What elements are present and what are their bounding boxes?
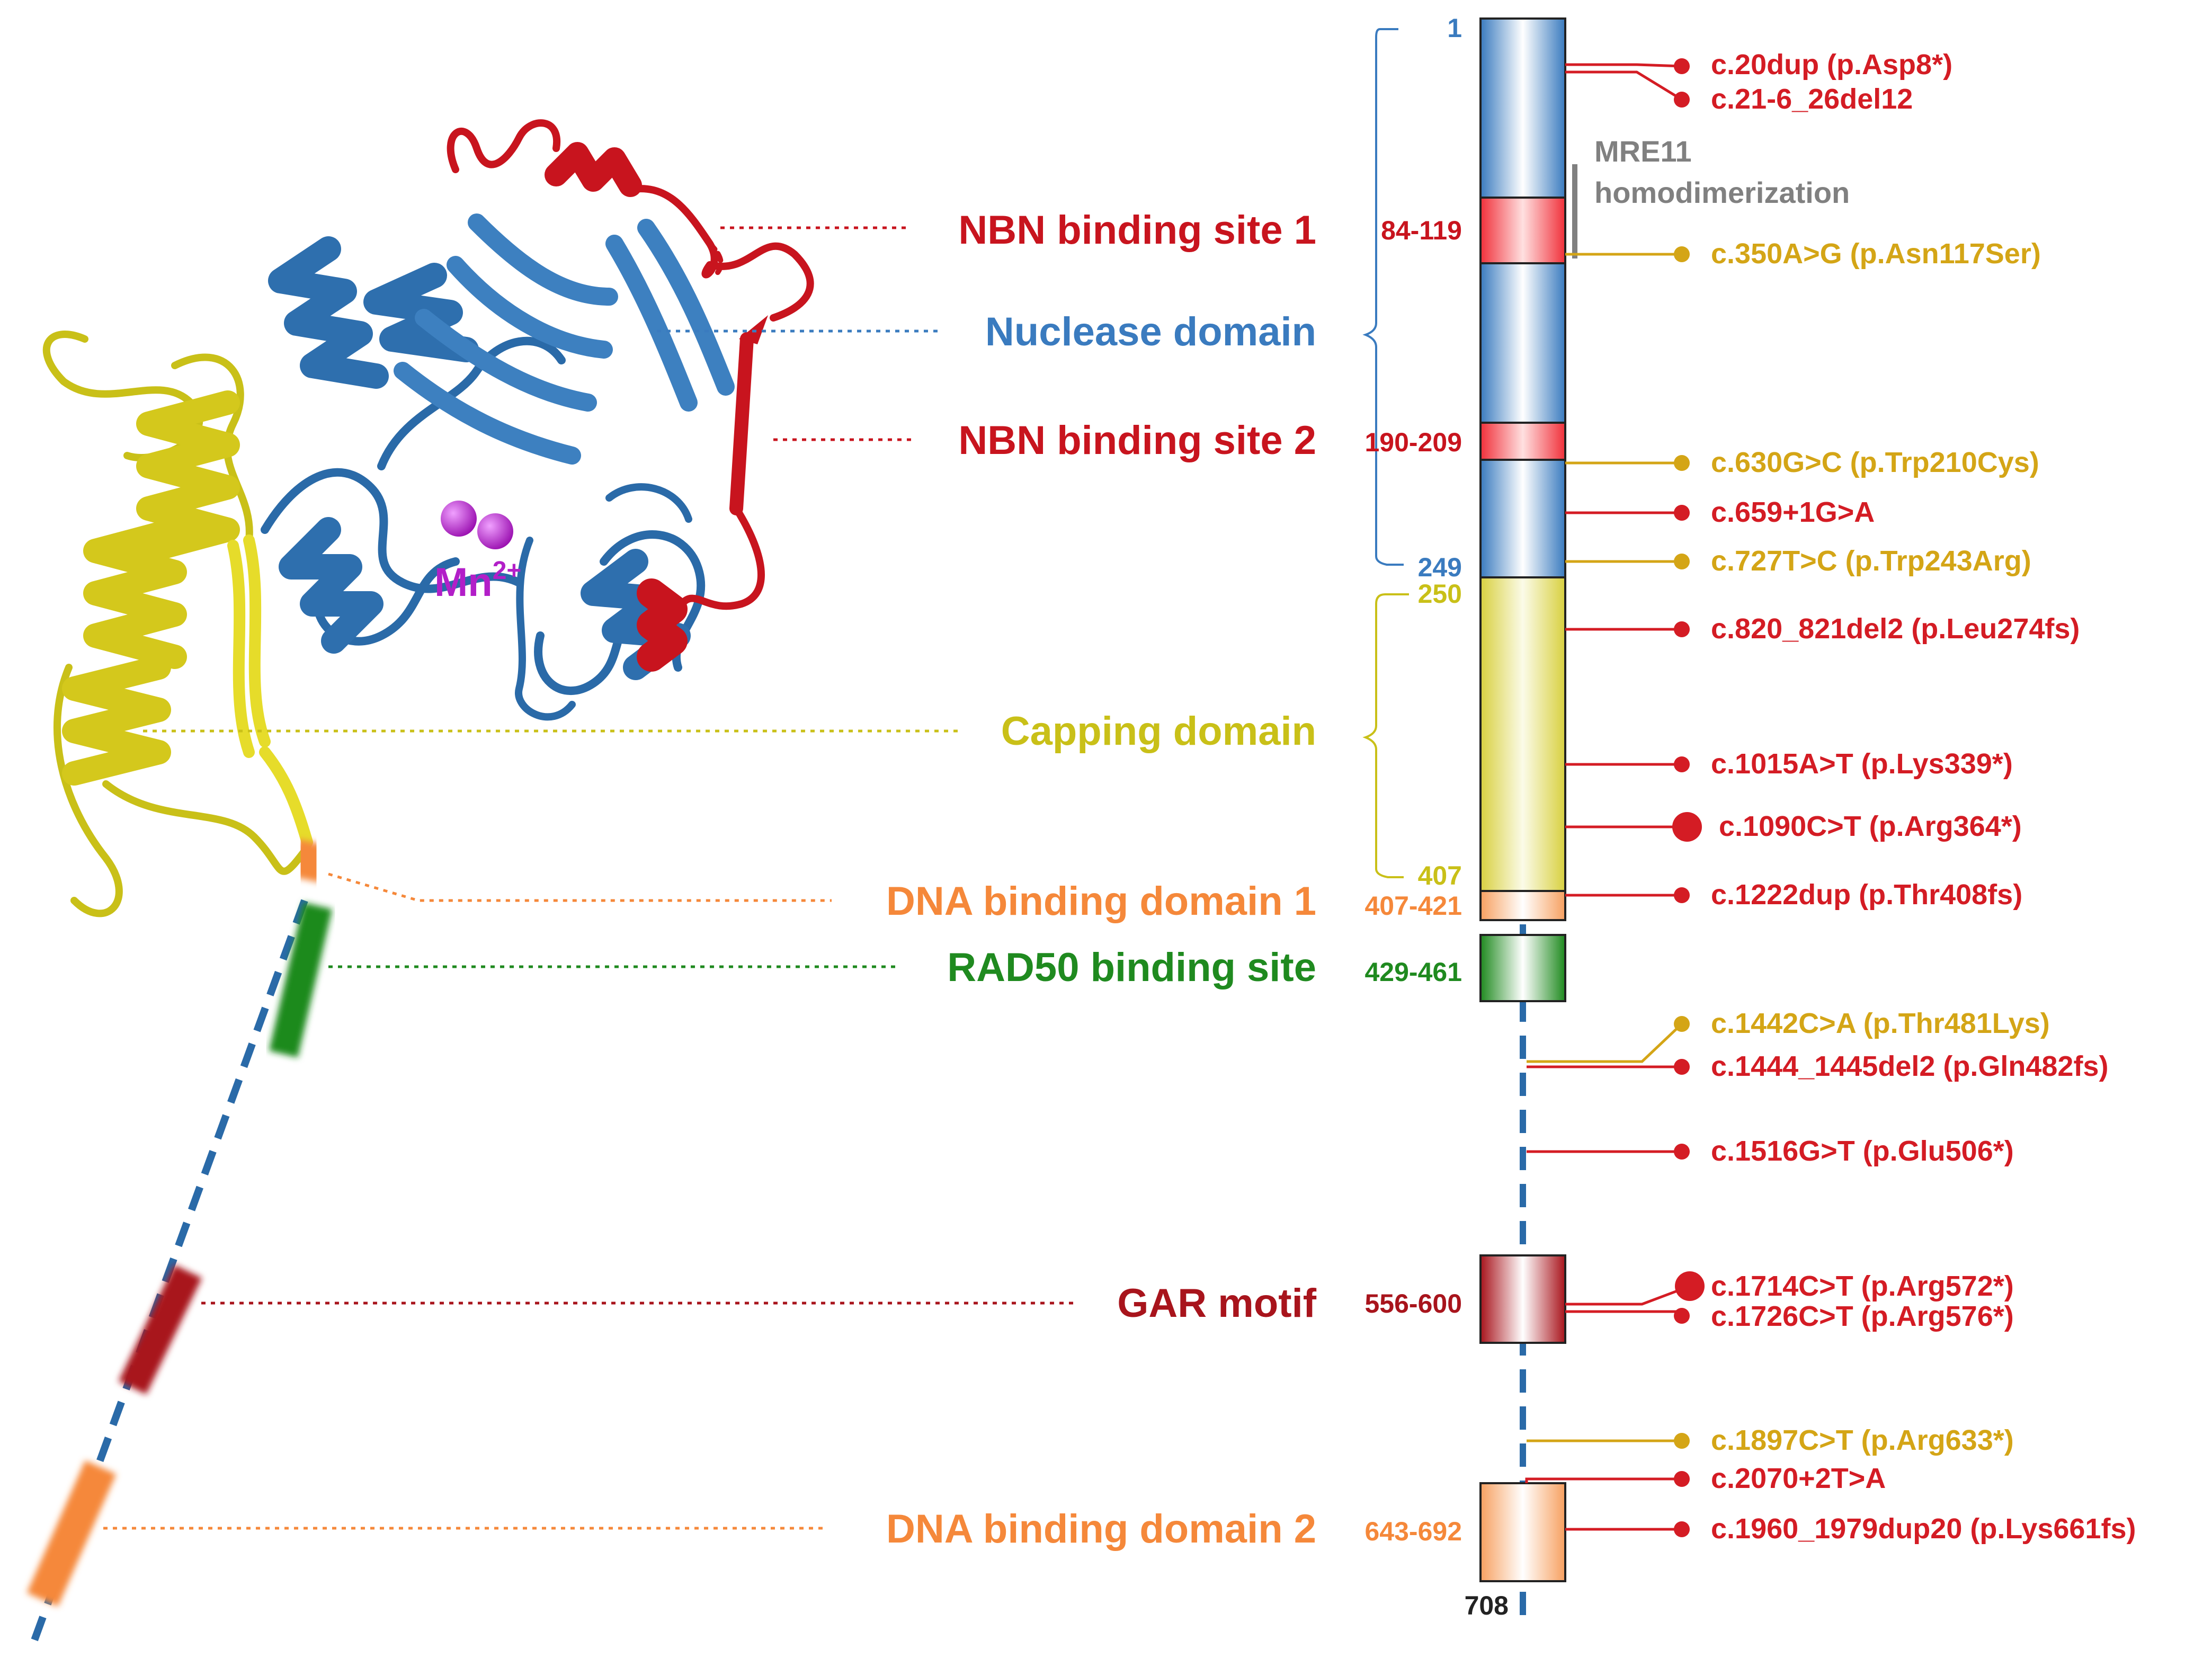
variant-dot	[1674, 1308, 1690, 1324]
leader-lines	[103, 226, 1075, 1530]
variant-label: c.1442C>A (p.Thr481Lys)	[1711, 1008, 2050, 1039]
dna1-bar-segment	[1480, 891, 1565, 920]
mre11-homodimerization: MRE11 homodimerization	[1572, 135, 1850, 258]
homodimerization-label: homodimerization	[1594, 176, 1850, 209]
pos-protein-end: 708	[1465, 1591, 1509, 1620]
variant-label: c.1897C>T (p.Arg633*)	[1711, 1424, 2014, 1456]
capping-domain-structure	[43, 331, 313, 917]
pos-capping-end: 407	[1418, 861, 1462, 890]
label-nbn-binding-site-1: NBN binding site 1	[958, 208, 1316, 253]
label-dna-binding-domain-1: DNA binding domain 1	[886, 879, 1316, 924]
variant-dot	[1674, 756, 1690, 772]
mre11-label: MRE11	[1594, 135, 1692, 168]
variant-connectors	[1525, 63, 1688, 1531]
protein-structure-illustration: Mn2+	[26, 119, 814, 1649]
variant-label: c.820_821del2 (p.Leu274fs)	[1711, 613, 2080, 645]
nbn2-bar-segment	[1480, 423, 1565, 460]
variant-label: c.21-6_26del12	[1711, 83, 1913, 115]
label-rad50-binding-site: RAD50 binding site	[947, 945, 1316, 990]
nbn-binding-structure	[447, 119, 814, 672]
range-rad50-binding-site: 429-461	[1365, 957, 1462, 987]
protein-bar	[1479, 17, 1566, 1618]
domain-brackets	[1362, 28, 1409, 878]
variant-dot	[1674, 1471, 1690, 1487]
label-nbn-binding-site-2: NBN binding site 2	[958, 418, 1316, 463]
variant-dot	[1674, 887, 1690, 903]
variant-dot	[1674, 1521, 1690, 1537]
variant-label: c.1222dup (p.Thr408fs)	[1711, 879, 2022, 911]
variant-label: c.1090C>T (p.Arg364*)	[1719, 810, 2022, 842]
gar-bar-segment	[1479, 1254, 1566, 1344]
variant-dot-large	[1675, 1271, 1705, 1301]
variant-label: c.20dup (p.Asp8*)	[1711, 49, 1952, 81]
variant-label: c.1960_1979dup20 (p.Lys661fs)	[1711, 1513, 2136, 1545]
range-gar-motif: 556-600	[1365, 1289, 1462, 1318]
variant-label: c.630G>C (p.Trp210Cys)	[1711, 447, 2039, 478]
range-nbn-binding-site-2: 190-209	[1365, 427, 1462, 457]
variant-dot	[1674, 1016, 1690, 1032]
capping-bracket	[1362, 593, 1409, 878]
structured-region-outline	[1479, 17, 1566, 921]
label-gar-motif: GAR motif	[1117, 1281, 1316, 1326]
rad50-bar-segment	[1479, 934, 1566, 1002]
manganese-label: Mn2+	[434, 557, 521, 605]
variant-dot-large	[1672, 812, 1702, 842]
range-dna-binding-domain-1: 407-421	[1365, 891, 1462, 921]
variant-label: c.659+1G>A	[1711, 496, 1875, 528]
nuclease-domain-structure	[261, 213, 735, 721]
variant-label: c.1015A>T (p.Lys339*)	[1711, 748, 2013, 780]
position-labels: 1 249 250 407 84-119 190-209 407-421 429…	[1365, 13, 1509, 1620]
range-dna-binding-domain-2: 643-692	[1365, 1517, 1462, 1546]
variant-dot	[1674, 621, 1690, 637]
variant-dot	[1674, 505, 1690, 521]
pos-nuclease-end: 249	[1418, 552, 1462, 582]
variant-label: c.1714C>T (p.Arg572*)	[1711, 1270, 2014, 1302]
manganese-ions-icon	[441, 501, 513, 549]
pos-nuclease-start: 1	[1447, 13, 1462, 43]
variant-label: c.350A>G (p.Asn117Ser)	[1711, 238, 2041, 270]
pos-capping-start: 250	[1418, 579, 1462, 609]
range-nbn-binding-site-1: 84-119	[1381, 216, 1462, 245]
variant-dot	[1674, 1144, 1690, 1160]
variant-label: c.1726C>T (p.Arg576*)	[1711, 1300, 2014, 1332]
c-terminal-tail	[26, 839, 333, 1649]
variant-dot	[1674, 58, 1690, 74]
variant-labels: c.20dup (p.Asp8*) c.21-6_26del12 c.350A>…	[1711, 49, 2136, 1545]
domain-labels: NBN binding site 1 Nuclease domain NBN b…	[886, 208, 1317, 1552]
variant-dot	[1674, 554, 1690, 569]
label-nuclease-domain: Nuclease domain	[985, 309, 1316, 354]
variant-dot	[1674, 1059, 1690, 1075]
variant-dot	[1674, 92, 1690, 108]
variant-dot	[1674, 246, 1690, 262]
variant-label: c.1444_1445del2 (p.Gln482fs)	[1711, 1050, 2108, 1082]
variant-label: c.727T>C (p.Trp243Arg)	[1711, 545, 2031, 577]
dna2-bar-segment	[1479, 1482, 1566, 1582]
capping-bar-segment	[1480, 577, 1565, 891]
nbn1-bar-segment	[1480, 198, 1565, 263]
variant-label: c.1516G>T (p.Glu506*)	[1711, 1135, 2014, 1167]
nuclease-bar-segment	[1480, 19, 1565, 577]
variant-label: c.2070+2T>A	[1711, 1463, 1886, 1494]
variant-dot	[1674, 455, 1690, 471]
nuclease-bracket	[1362, 28, 1404, 566]
label-capping-domain: Capping domain	[1001, 709, 1316, 754]
variant-dots	[1672, 58, 1705, 1537]
label-dna-binding-domain-2: DNA binding domain 2	[886, 1507, 1316, 1552]
variant-dot	[1674, 1433, 1690, 1449]
